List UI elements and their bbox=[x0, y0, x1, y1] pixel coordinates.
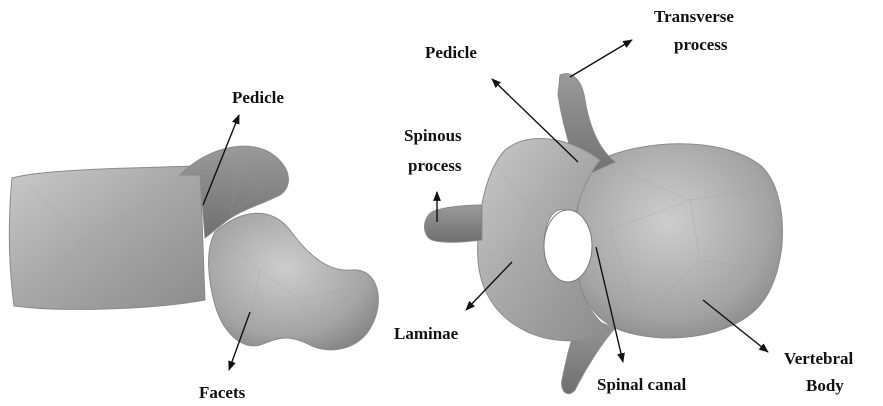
label-transverse-process-line1: Transverse bbox=[654, 7, 734, 26]
label-transverse-process-line2: process bbox=[674, 35, 728, 54]
lateral-facets-shape bbox=[209, 213, 379, 350]
axial-spinal-canal-shape bbox=[544, 210, 592, 282]
axial-spinous-process-shape bbox=[425, 205, 483, 242]
label-pedicle-right: Pedicle bbox=[425, 43, 477, 62]
label-spinous-process-line2: process bbox=[408, 156, 462, 175]
label-spinal-canal: Spinal canal bbox=[597, 375, 687, 394]
arrow-transverse-process bbox=[570, 40, 632, 77]
label-vertebral-body-line1: Vertebral bbox=[784, 349, 854, 368]
label-spinous-process-line1: Spinous bbox=[404, 126, 462, 145]
lateral-vertebral-body-shape bbox=[9, 166, 205, 309]
axial-view bbox=[425, 74, 783, 394]
axial-vertebral-body-shape bbox=[575, 144, 783, 338]
label-vertebral-body-line2: Body bbox=[806, 376, 844, 395]
label-pedicle-left: Pedicle bbox=[232, 88, 284, 107]
lateral-view bbox=[9, 146, 378, 350]
label-facets: Facets bbox=[199, 383, 246, 402]
label-laminae: Laminae bbox=[394, 324, 459, 343]
